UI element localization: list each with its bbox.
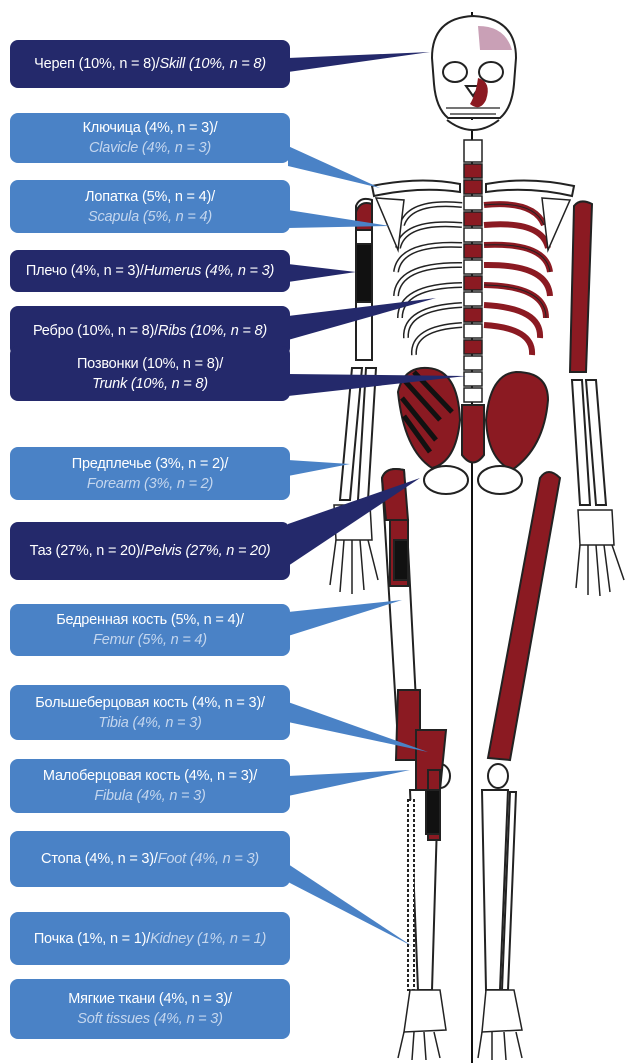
pointer-skull <box>288 52 430 72</box>
label-soft-tissues: Мягкие ткани (4%, n = 3)/Soft tissues (4… <box>10 979 290 1039</box>
label-en: Pelvis (27%, n = 20) <box>144 541 270 561</box>
label-pelvis: Таз (27%, n = 20)/Pelvis (27%, n = 20) <box>10 522 290 580</box>
label-skull: Череп (10%, n = 8)/Skill (10%, n = 8) <box>10 40 290 88</box>
label-en: Tibia (4%, n = 3) <box>10 713 290 733</box>
label-ru: Большеберцовая кость (4%, n = 3)/ <box>10 693 290 713</box>
label-en: Foot (4%, n = 3) <box>158 849 259 869</box>
label-foot: Стопа (4%, n = 3)/Foot (4%, n = 3) <box>10 831 290 887</box>
lower-leg-right <box>482 790 516 990</box>
rib-lesions <box>484 204 550 355</box>
pointer-clavicle <box>288 146 380 188</box>
label-trunk: Позвонки (10%, n = 8)/Trunk (10%, n = 8) <box>10 346 290 401</box>
spine <box>464 140 482 402</box>
label-humerus: Плечо (4%, n = 3)/Humerus (4%, n = 3) <box>10 250 290 292</box>
humerus-right <box>570 201 592 372</box>
label-ru: Таз (27%, n = 20)/ <box>30 541 145 561</box>
label-ru: Бедренная кость (5%, n = 4)/ <box>10 610 290 630</box>
label-en: Ribs (10%, n = 8) <box>158 321 267 341</box>
label-tibia: Большеберцовая кость (4%, n = 3)/Tibia (… <box>10 685 290 740</box>
label-ru: Предплечье (3%, n = 2)/ <box>10 454 290 474</box>
feet <box>398 990 522 1060</box>
label-ru: Позвонки (10%, n = 8)/ <box>10 354 290 374</box>
label-ru: Плечо (4%, n = 3)/ <box>26 261 144 281</box>
pointer-foot <box>288 864 412 946</box>
label-en: Trunk (10%, n = 8) <box>10 374 290 394</box>
pointer-forearm <box>288 460 350 476</box>
femur-left <box>382 469 420 760</box>
label-ru: Почка (1%, n = 1)/ <box>34 929 150 949</box>
label-en: Clavicle (4%, n = 3) <box>10 138 290 158</box>
label-ru: Ребро (10%, n = 8)/ <box>33 321 158 341</box>
label-en: Kidney (1%, n = 1) <box>150 929 266 949</box>
label-en: Fibula (4%, n = 3) <box>10 786 290 806</box>
label-ru: Лопатка (5%, n = 4)/ <box>10 187 290 207</box>
label-en: Skill (10%, n = 8) <box>159 54 265 74</box>
label-en: Scapula (5%, n = 4) <box>10 207 290 227</box>
lower-leg-left <box>408 730 446 990</box>
label-femur: Бедренная кость (5%, n = 4)/Femur (5%, n… <box>10 604 290 656</box>
label-en: Humerus (4%, n = 3) <box>144 261 274 281</box>
pointer-humerus <box>288 264 356 282</box>
label-ru: Малоберцовая кость (4%, n = 3)/ <box>10 766 290 786</box>
label-ru: Череп (10%, n = 8)/ <box>34 54 159 74</box>
label-ru: Мягкие ткани (4%, n = 3)/ <box>10 989 290 1009</box>
skull-bone <box>432 16 516 130</box>
pointer-scapula <box>288 210 390 228</box>
label-kidney: Почка (1%, n = 1)/Kidney (1%, n = 1) <box>10 912 290 965</box>
label-clavicle: Ключица (4%, n = 3)/Clavicle (4%, n = 3) <box>10 113 290 163</box>
femur-right <box>488 472 560 760</box>
pointer-femur <box>288 600 402 636</box>
label-en: Femur (5%, n = 4) <box>10 630 290 650</box>
label-fibula: Малоберцовая кость (4%, n = 3)/Fibula (4… <box>10 759 290 813</box>
label-forearm: Предплечье (3%, n = 2)/Forearm (3%, n = … <box>10 447 290 500</box>
label-en: Forearm (3%, n = 2) <box>10 474 290 494</box>
hands <box>330 505 624 596</box>
label-ru: Ключица (4%, n = 3)/ <box>10 118 290 138</box>
label-scapula: Лопатка (5%, n = 4)/Scapula (5%, n = 4) <box>10 180 290 233</box>
label-ru: Стопа (4%, n = 3)/ <box>41 849 158 869</box>
pointer-fibula <box>288 770 410 796</box>
label-en: Soft tissues (4%, n = 3) <box>10 1009 290 1029</box>
